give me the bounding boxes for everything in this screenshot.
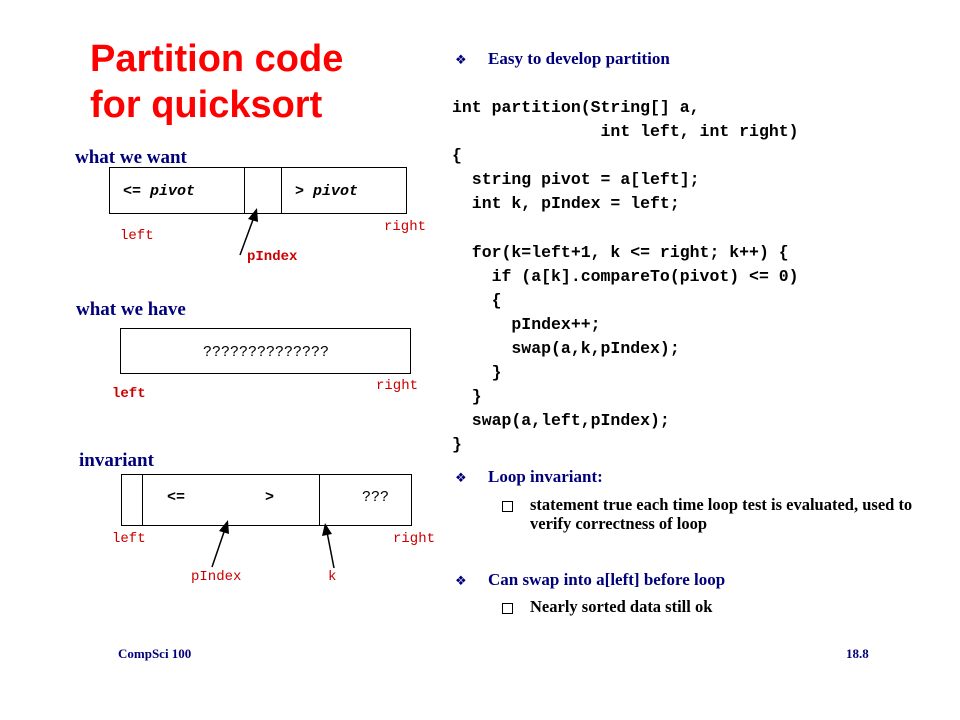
footer-slide-number: 18.8 xyxy=(846,646,869,661)
what-we-want-heading: what we want xyxy=(75,147,187,168)
code-line: } xyxy=(452,363,502,383)
invariant-divider-1 xyxy=(142,474,143,525)
diamond-bullet-icon: ❖ xyxy=(455,574,467,589)
square-bullet-icon xyxy=(502,603,513,614)
have-right-label: right xyxy=(376,378,419,394)
code-line: { xyxy=(452,146,462,166)
have-cell-unknown: ?????????????? xyxy=(203,344,330,361)
code-line: } xyxy=(452,435,462,455)
code-line: int left, int right) xyxy=(452,122,799,142)
have-left-label: left xyxy=(112,386,146,402)
square-bullet-icon xyxy=(502,501,513,512)
code-line: int k, pIndex = left; xyxy=(452,194,680,214)
invariant-pindex-label: pIndex xyxy=(191,569,242,585)
invariant-cell-le: <= xyxy=(167,489,186,506)
want-pindex-arrow xyxy=(239,208,258,256)
code-line xyxy=(452,216,799,240)
want-cell-le-pivot: <= pivot xyxy=(123,183,196,200)
title-line-1: Partition code xyxy=(90,38,344,80)
title-line-2: for quicksort xyxy=(90,84,323,126)
diamond-bullet-icon: ❖ xyxy=(455,53,467,68)
diamond-bullet-icon: ❖ xyxy=(455,471,467,486)
loop-invariant-description: statement true each time loop test is ev… xyxy=(530,495,913,533)
invariant-array-box xyxy=(121,474,412,526)
invariant-left-label: left xyxy=(112,531,146,547)
bullet-easy-partition: Easy to develop partition xyxy=(488,49,670,68)
invariant-cell-gt: > xyxy=(265,489,275,506)
want-cell-gt-pivot: > pivot xyxy=(295,183,359,200)
slide-title: Partition code for quicksort xyxy=(90,36,343,128)
code-line: swap(a,k,pIndex); xyxy=(452,338,680,358)
code-line: { xyxy=(452,290,502,310)
want-pindex-label: pIndex xyxy=(247,249,298,265)
code-line: } xyxy=(452,387,482,407)
invariant-heading: invariant xyxy=(79,450,154,471)
bullet-loop-invariant: Loop invariant: xyxy=(488,467,603,486)
partition-code-block: int partition(String[] a, int left, int … xyxy=(452,96,799,457)
invariant-cell-unknown: ??? xyxy=(362,489,390,506)
have-array-box xyxy=(120,328,411,374)
invariant-divider-2 xyxy=(319,474,320,525)
code-line: int partition(String[] a, xyxy=(452,98,700,117)
bullet-swap-before-loop: Can swap into a[left] before loop xyxy=(488,570,726,589)
nearly-sorted-note: Nearly sorted data still ok xyxy=(530,597,713,616)
want-divider-left xyxy=(244,167,245,213)
want-left-label: left xyxy=(120,228,154,244)
code-line: string pivot = a[left]; xyxy=(452,170,700,190)
code-line: if (a[k].compareTo(pivot) <= 0) xyxy=(452,266,799,286)
code-line: swap(a,left,pIndex); xyxy=(452,411,670,431)
want-right-label: right xyxy=(384,219,427,235)
invariant-pindex-arrow xyxy=(211,520,229,568)
invariant-k-arrow xyxy=(322,523,335,569)
want-array-box xyxy=(109,167,407,214)
footer-course: CompSci 100 xyxy=(118,646,192,661)
what-we-have-heading: what we have xyxy=(76,299,186,320)
invariant-right-label: right xyxy=(393,531,436,547)
want-divider-right xyxy=(281,167,282,213)
code-line: for(k=left+1, k <= right; k++) { xyxy=(452,242,789,262)
invariant-k-label: k xyxy=(328,569,337,585)
code-line: pIndex++; xyxy=(452,314,601,334)
